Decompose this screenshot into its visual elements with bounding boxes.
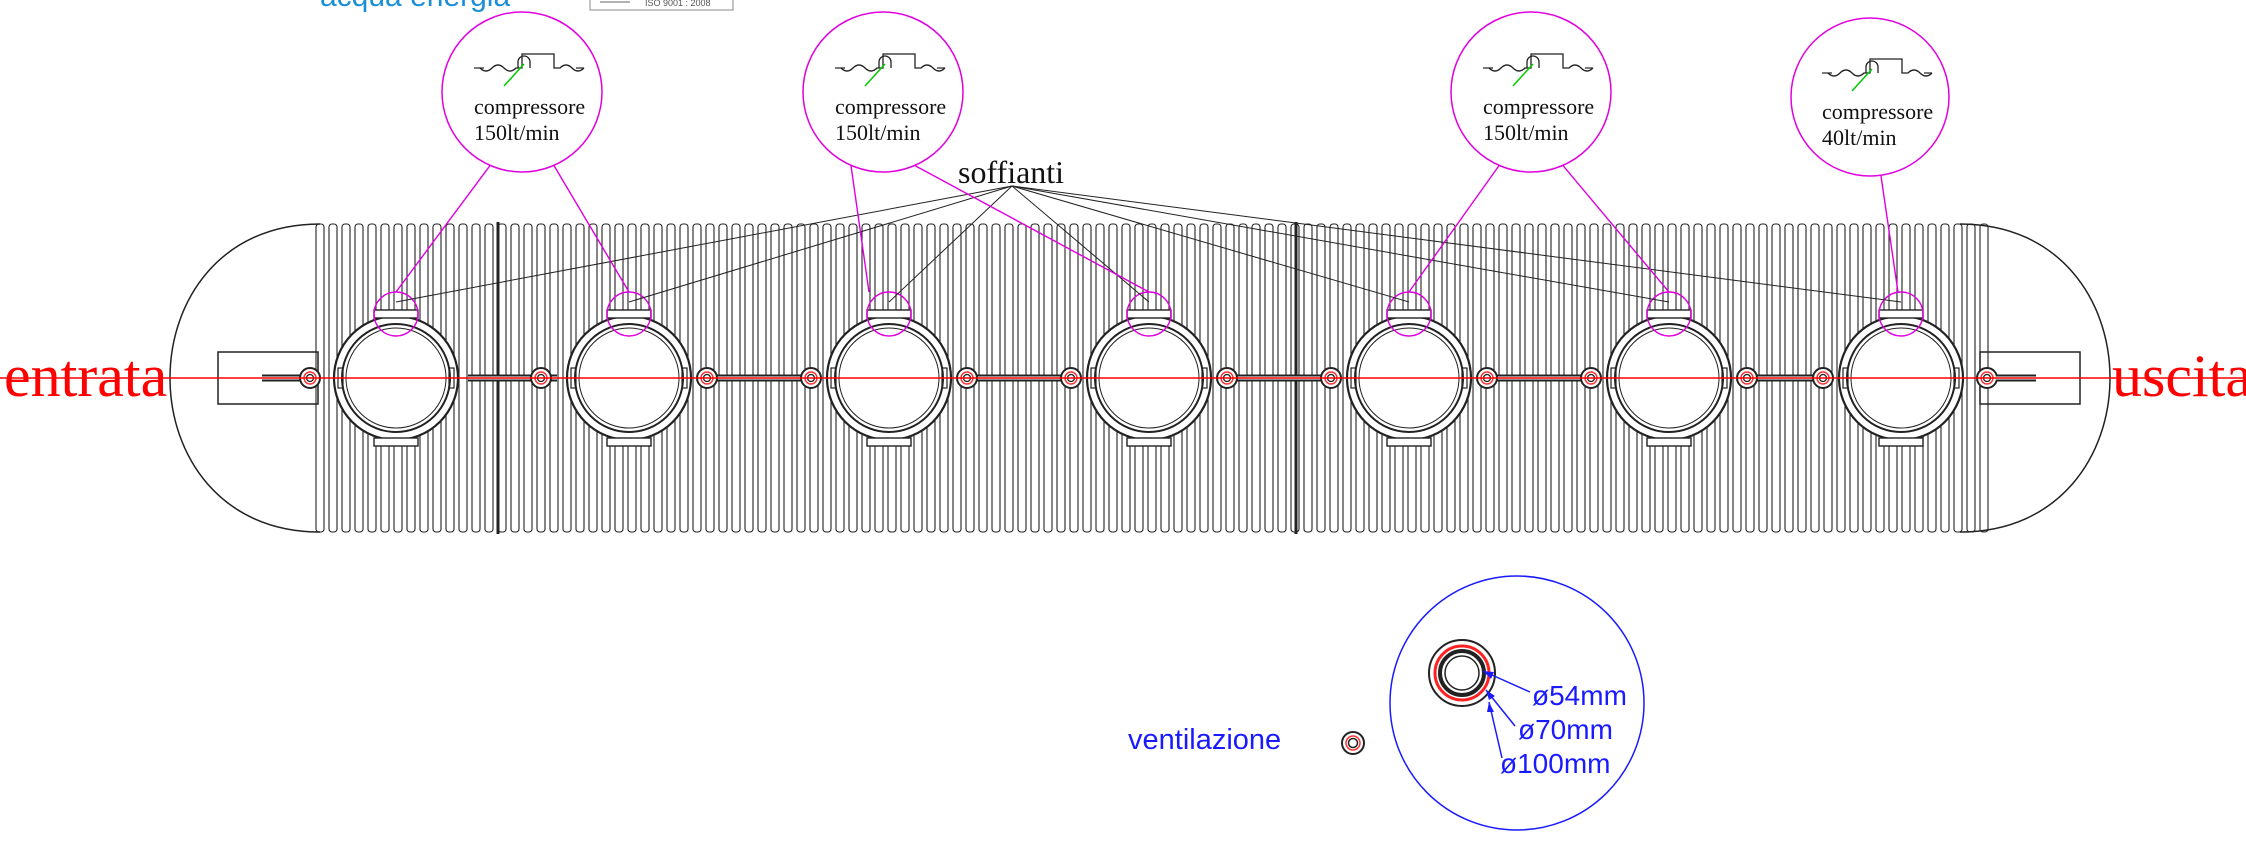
manhole [1345, 291, 1473, 447]
compressor-unit-shape [878, 55, 892, 68]
ventilation-label: ventilazione [1128, 724, 1281, 756]
manhole-tab-bottom [606, 437, 652, 447]
vent-dim-100: ø100mm [1500, 748, 1610, 779]
vent-detail-callout: ø54mm ø70mm ø100mm [1389, 575, 1645, 831]
compressor-name: compressore [1483, 94, 1594, 119]
ventilation-symbol [1341, 731, 1365, 755]
vent-pipe-outer [1428, 639, 1496, 707]
blower-leader [395, 185, 1013, 303]
blower-highlight [1878, 291, 1924, 337]
compressor-flow: 40lt/min [1822, 125, 1897, 150]
vent-dim-54: ø54mm [1532, 680, 1627, 711]
compressor-unit-shape [517, 55, 531, 68]
vent-pipe-mid [1433, 644, 1491, 702]
manhole [1085, 291, 1213, 447]
compressor-flow: 150lt/min [474, 120, 560, 145]
compressor-leader [1562, 165, 1670, 293]
manhole [1605, 291, 1733, 447]
compressor-name: compressore [1822, 99, 1933, 124]
manhole-tab-bottom [1126, 437, 1172, 447]
manhole [332, 291, 460, 447]
compressor-name: compressore [835, 94, 946, 119]
compressor-bubble [441, 11, 603, 173]
compressor-bubble [1450, 11, 1612, 173]
manhole-tab-top [606, 309, 652, 319]
blowers-label: soffianti [958, 154, 1064, 190]
compressor-unit-shape [1526, 55, 1540, 68]
inlet-label: entrata [4, 343, 167, 409]
compressor-leader [395, 165, 491, 293]
compressor-pointer [1851, 68, 1873, 92]
compressor-leader [1408, 165, 1500, 293]
manhole-tab-bottom [866, 437, 912, 447]
blower-highlight [866, 291, 912, 337]
blower-leader [1011, 185, 1410, 303]
compressor-leader [553, 165, 630, 293]
compressor-pointer [864, 63, 886, 87]
vent-dim-70: ø70mm [1518, 714, 1613, 745]
certification-box: ISO 9001 : 2008 [589, 0, 734, 11]
compressor-flow: 150lt/min [1483, 120, 1569, 145]
blower-leader [1011, 185, 1150, 303]
compressor-section-sketch [1827, 58, 1933, 77]
compressor-leader [1880, 175, 1899, 293]
manhole [565, 291, 693, 447]
compressor-pointer [503, 63, 525, 87]
manhole-tab-bottom [1386, 437, 1432, 447]
blower-leader [888, 185, 1013, 303]
compressor-unit-shape [1865, 60, 1879, 73]
compressor-section-sketch [1488, 53, 1594, 72]
compressor-section-sketch [479, 53, 585, 72]
outlet-label: uscita [2112, 343, 2246, 409]
blower-leader [1011, 185, 1902, 303]
blower-leader-lines [395, 185, 1902, 303]
manhole-tab-top [1878, 309, 1924, 319]
blower-leader [628, 185, 1013, 303]
compressor-flow: 150lt/min [835, 120, 921, 145]
compressor-section-sketch [840, 53, 946, 72]
vent-pipe-inner [1438, 649, 1486, 697]
compressor-name: compressore [474, 94, 585, 119]
manhole-tab-top [866, 309, 912, 319]
manhole-tab-bottom [373, 437, 419, 447]
manhole-tab-top [1386, 309, 1432, 319]
manhole-tab-bottom [1878, 437, 1924, 447]
brand-text: acqua energia [320, 0, 510, 13]
blower-leader [1011, 185, 1670, 303]
manhole-tab-top [1126, 309, 1172, 319]
compressor-pointer [1512, 63, 1534, 87]
certification-text: ISO 9001 : 2008 [645, 0, 711, 8]
manhole-tab-top [373, 309, 419, 319]
compressor-bubble [1790, 17, 1950, 177]
manhole-tab-bottom [1646, 437, 1692, 447]
compressor-leader [850, 165, 870, 293]
compressor-bubble [802, 11, 964, 173]
compressor-callouts: compressore150lt/mincompressore150lt/min… [395, 11, 1950, 293]
manhole-group [262, 291, 2036, 447]
manhole-tab-top [1646, 309, 1692, 319]
manhole [825, 291, 953, 447]
compressor-leader [914, 164, 1150, 293]
